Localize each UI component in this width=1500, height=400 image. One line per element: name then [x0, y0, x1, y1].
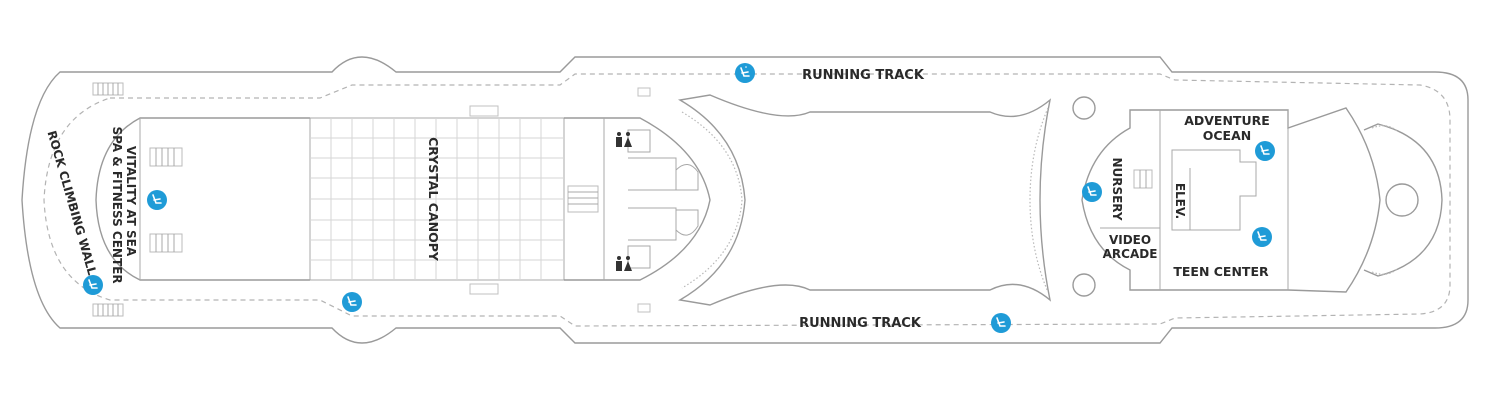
- nursery-stairs: [1133, 169, 1153, 189]
- spa-stairs-bottom: [149, 233, 183, 253]
- vitality-label-line1: VITALITY AT SEA: [124, 146, 138, 257]
- bow-railing: [1371, 125, 1399, 275]
- adventure-ocean-label-line2: OCEAN: [1203, 128, 1251, 143]
- accessible-icon: [991, 313, 1011, 333]
- deck-circle-top: [1072, 96, 1096, 120]
- accessible-icon: [1255, 141, 1275, 161]
- ship-hull: [21, 56, 1469, 344]
- vent-top-mid: [469, 105, 499, 117]
- vent-small-bottom: [637, 303, 651, 313]
- accessible-icon: [1082, 182, 1102, 202]
- video-arcade-label-line2: ARCADE: [1103, 247, 1158, 261]
- vitality-label-line2: SPA & FITNESS CENTER: [110, 126, 124, 283]
- adventure-ocean-label-line1: ADVENTURE: [1184, 113, 1270, 128]
- crystal-canopy-area: [309, 117, 565, 281]
- bow-circle: [1385, 183, 1419, 217]
- lounge-structure: [564, 117, 711, 281]
- spa-fitness-room: [95, 117, 310, 281]
- running-track-label-bottom: RUNNING TRACK: [799, 316, 922, 331]
- accessible-icon: [147, 190, 167, 210]
- vent-small-top: [637, 87, 651, 97]
- vent-top-left: [92, 82, 124, 96]
- pool-deck-area: [677, 94, 1052, 306]
- spa-stairs-top: [149, 147, 183, 167]
- restroom-icon: [616, 132, 632, 147]
- accessible-icon: [83, 275, 103, 295]
- video-arcade-label-line1: VIDEO: [1109, 233, 1151, 247]
- running-track-path: [43, 73, 1451, 327]
- restroom-icon: [616, 256, 632, 271]
- deck-circle-bottom: [1072, 273, 1096, 297]
- crystal-canopy-label: CRYSTAL CANOPY: [426, 137, 441, 262]
- accessible-icon: [342, 292, 362, 312]
- nursery-label: NURSERY: [1110, 157, 1124, 220]
- railing-arc-right: [1029, 107, 1049, 293]
- accessible-icon: [735, 63, 755, 83]
- running-track-label-top: RUNNING TRACK: [802, 68, 925, 83]
- railing-arc-left: [681, 111, 743, 289]
- central-stairs: [567, 185, 599, 213]
- vent-bottom-left: [92, 303, 124, 317]
- accessible-icon: [1252, 227, 1272, 247]
- vent-bottom-mid: [469, 283, 499, 295]
- bow-structure: [1363, 123, 1443, 277]
- elevator-label: ELEV.: [1173, 183, 1187, 219]
- teen-center-label: TEEN CENTER: [1173, 264, 1269, 279]
- rock-climbing-wall-label: ROCK CLIMBING WALL: [45, 129, 100, 277]
